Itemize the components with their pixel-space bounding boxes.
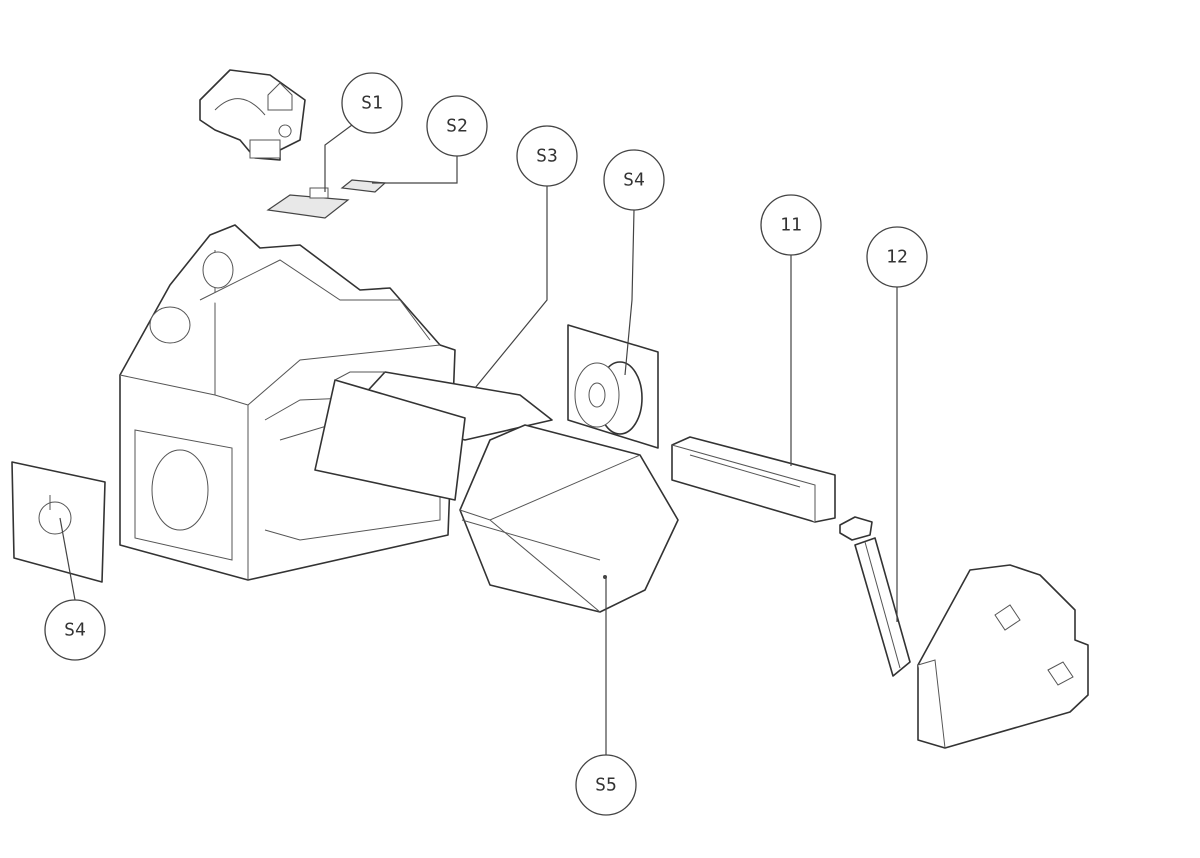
- callout-s1: S1: [341, 72, 403, 134]
- callout-11: 11: [760, 194, 822, 256]
- leader-lines: [59, 124, 898, 755]
- callout-label: S5: [595, 775, 617, 796]
- callout-s2: S2: [426, 95, 488, 157]
- callout-label: S3: [536, 146, 558, 167]
- callout-s3: S3: [516, 125, 578, 187]
- rail-part-11: [671, 436, 836, 523]
- callout-label: S4: [64, 620, 86, 641]
- fan-plate-s4-top: [567, 324, 659, 449]
- side-cover-part: [917, 564, 1089, 749]
- hexagonal-drum-s5: [459, 424, 679, 613]
- callout-label: S2: [446, 116, 468, 137]
- fan-plate-s4-left: [11, 461, 106, 583]
- small-block-part: [839, 516, 873, 541]
- callout-label: 11: [780, 215, 802, 236]
- bar-part-12: [854, 537, 911, 677]
- callout-12: 12: [866, 226, 928, 288]
- circuit-board-s1: [266, 187, 350, 219]
- callout-s4-left: S4: [44, 599, 106, 661]
- tray-part-s3: [314, 371, 553, 501]
- callout-s5: S5: [575, 754, 637, 816]
- callout-s4-top: S4: [603, 149, 665, 211]
- callout-label: S1: [361, 93, 383, 114]
- circuit-board-s2: [340, 179, 387, 193]
- callout-label: 12: [886, 247, 908, 268]
- top-cover-part: [199, 69, 306, 161]
- callout-label: S4: [623, 170, 645, 191]
